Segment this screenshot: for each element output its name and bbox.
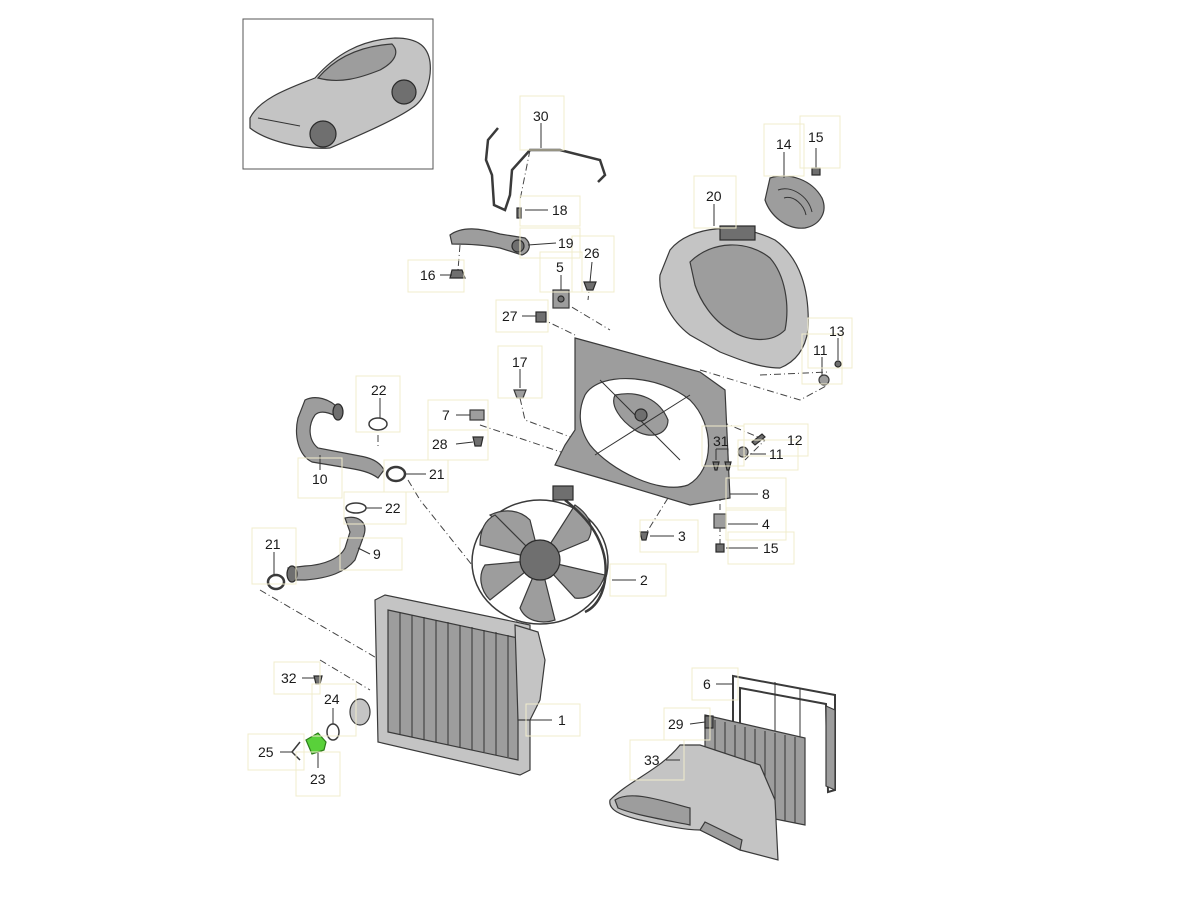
callout-12[interactable]: 12	[787, 432, 803, 448]
callout-19[interactable]: 19	[558, 235, 574, 251]
callout-24[interactable]: 24	[324, 691, 340, 707]
part-26-bolt	[583, 281, 597, 291]
callout-30[interactable]: 30	[533, 108, 549, 124]
callout-22[interactable]: 22	[371, 382, 387, 398]
part-22-clamp	[345, 502, 367, 514]
part-15-clip	[715, 543, 725, 553]
callout-23[interactable]: 23	[310, 771, 326, 787]
callout-8[interactable]: 8	[762, 486, 770, 502]
part-3-clip	[639, 531, 649, 541]
callout-10[interactable]: 10	[312, 471, 328, 487]
part-27-clip	[535, 311, 547, 323]
callout-27[interactable]: 27	[502, 308, 518, 324]
part-19-bracket	[449, 207, 530, 256]
callout-3[interactable]: 3	[678, 528, 686, 544]
part-1-radiator	[349, 594, 546, 776]
part-30-pipe	[484, 127, 607, 212]
part-24-oring	[326, 723, 340, 741]
callout-11[interactable]: 11	[813, 342, 828, 358]
callout-2[interactable]: 2	[640, 572, 648, 588]
part-22-clamp-top	[368, 417, 388, 431]
part-11-grommet-top	[818, 374, 830, 386]
part-5-bracket	[552, 289, 570, 309]
callout-5[interactable]: 5	[556, 259, 564, 275]
part-2-fan	[471, 485, 609, 625]
part-32-screw	[313, 675, 323, 685]
callout-21[interactable]: 21	[265, 536, 281, 552]
part-28-screw	[472, 436, 484, 447]
callout-17[interactable]: 17	[512, 354, 528, 370]
part-4-bracket	[713, 513, 727, 529]
callout-21[interactable]: 21	[429, 466, 445, 482]
callout-13[interactable]: 13	[829, 323, 845, 339]
callout-15[interactable]: 15	[763, 540, 779, 556]
part-8-fan-frame	[554, 337, 731, 506]
callout-15[interactable]: 15	[808, 129, 824, 145]
leader-lines	[273, 123, 839, 768]
callout-31[interactable]: 31	[713, 433, 729, 449]
part-13-screw	[834, 360, 842, 368]
part-21-clamp-lower	[266, 573, 286, 591]
vehicle-thumbnail	[242, 18, 434, 170]
callout-25[interactable]: 25	[258, 744, 274, 760]
callout-14[interactable]: 14	[776, 136, 792, 152]
callout-26[interactable]: 26	[584, 245, 600, 261]
callout-18[interactable]: 18	[552, 202, 568, 218]
callout-29[interactable]: 29	[668, 716, 684, 732]
callout-7[interactable]: 7	[442, 407, 450, 423]
part-33-air-guide	[609, 744, 779, 861]
callout-32[interactable]: 32	[281, 670, 297, 686]
part-9-hose	[286, 516, 366, 583]
callout-22[interactable]: 22	[385, 500, 401, 516]
callout-20[interactable]: 20	[706, 188, 722, 204]
part-15-clip-top	[811, 167, 821, 176]
callout-labels: 30 14 15 20 18 19 16 26 5 27 13 11 17 22…	[258, 108, 845, 787]
part-10-hose	[295, 397, 385, 479]
callout-33[interactable]: 33	[644, 752, 660, 768]
part-14-cover	[764, 175, 825, 229]
part-17-grommet	[513, 389, 527, 399]
callout-1[interactable]: 1	[558, 712, 566, 728]
label-frames	[247, 95, 853, 797]
callout-16[interactable]: 16	[420, 267, 436, 283]
callout-6[interactable]: 6	[703, 676, 711, 692]
callout-9[interactable]: 9	[373, 546, 381, 562]
callout-28[interactable]: 28	[432, 436, 448, 452]
callout-11[interactable]: 11	[769, 446, 784, 462]
part-20-air-duct	[659, 225, 809, 369]
part-7-clip	[469, 409, 485, 421]
part-21-clamp	[385, 465, 407, 483]
callout-4[interactable]: 4	[762, 516, 770, 532]
part-16-nut	[449, 269, 466, 279]
